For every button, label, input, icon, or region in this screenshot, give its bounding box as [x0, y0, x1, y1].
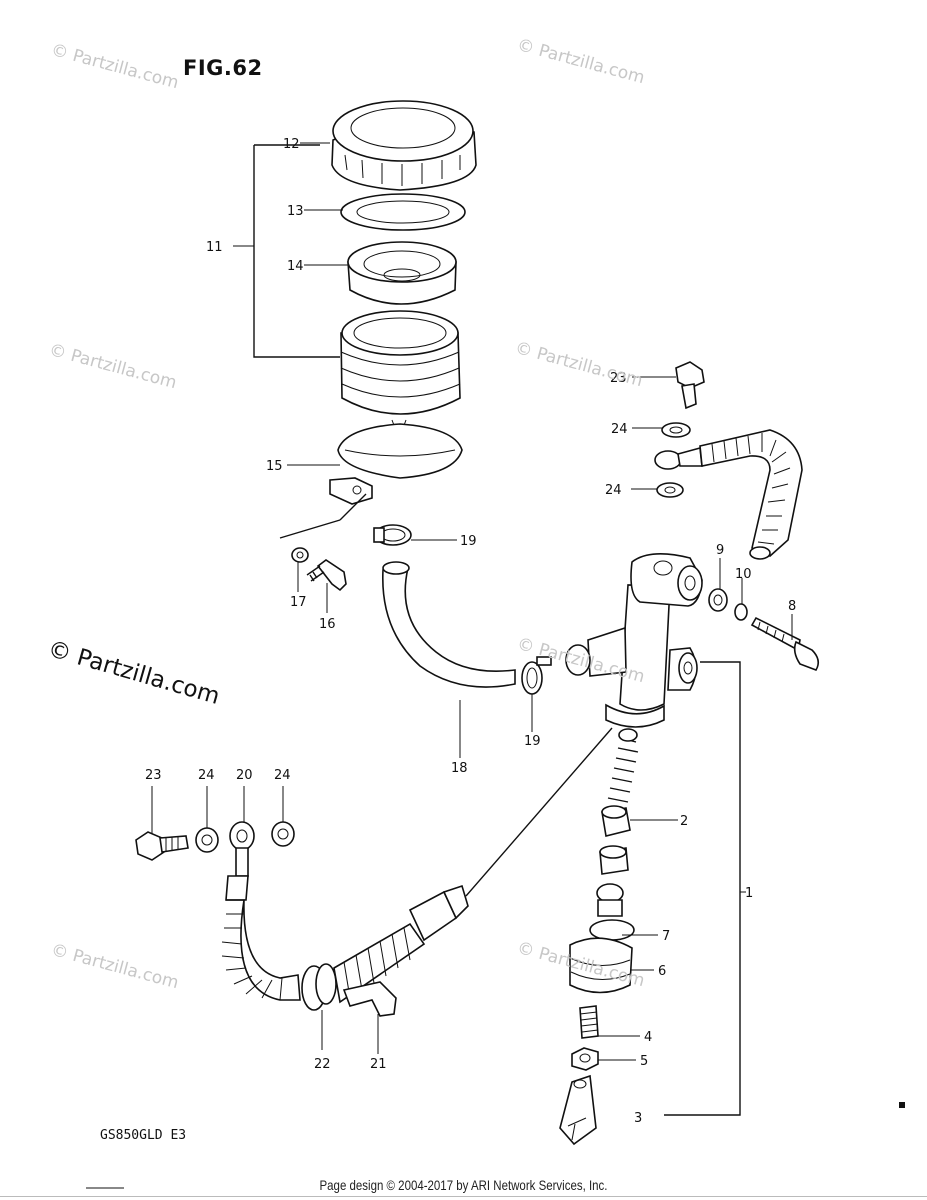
hose-18: [382, 561, 516, 688]
clamp-19-bottom: [521, 656, 552, 695]
washer-17: [291, 547, 309, 563]
callout-14: 14: [287, 259, 304, 274]
callout-23-lower: 23: [145, 768, 162, 783]
callout-20: 20: [236, 768, 253, 783]
callout-19-bottom: 19: [524, 734, 541, 749]
spring-piston-2: [599, 728, 639, 875]
diaphragm-plate: [340, 193, 466, 231]
washer-24-upper-b: [656, 482, 684, 498]
callout-8: 8: [788, 599, 796, 614]
callout-11: 11: [206, 240, 223, 255]
banjo-bolt-23-lower: [135, 831, 189, 861]
washer-24-lower-a: [195, 827, 219, 853]
callout-1: 1: [745, 886, 753, 901]
upper-brake-hose: [654, 429, 803, 560]
figure-title: FIG.62: [183, 56, 263, 80]
corner-mark: [899, 1102, 905, 1108]
callout-6: 6: [658, 964, 666, 979]
washer-24-upper-a: [661, 422, 691, 438]
callout-21: 21: [370, 1057, 387, 1072]
callout-24-upper-a: 24: [611, 422, 628, 437]
callout-7: 7: [662, 929, 670, 944]
callout-10: 10: [735, 567, 752, 582]
callout-24-lower-a: 24: [198, 768, 215, 783]
bolt-16: [306, 559, 347, 592]
bolt-8: [750, 616, 820, 671]
washer-9: [708, 588, 728, 612]
footer-divider: [0, 1196, 927, 1197]
master-cylinder-body: [565, 553, 703, 728]
pushrod-boot-6-7: [569, 883, 635, 994]
washer-24-lower-b: [271, 821, 295, 847]
clamp-19-top: [373, 524, 412, 546]
page-footer: Page design © 2004-2017 by ARI Network S…: [319, 1177, 608, 1193]
callout-24-lower-b: 24: [274, 768, 291, 783]
callout-4: 4: [644, 1030, 652, 1045]
callout-16: 16: [319, 617, 336, 632]
callout-17: 17: [290, 595, 307, 610]
reservoir-band: [329, 423, 463, 505]
callout-12: 12: [283, 137, 300, 152]
callout-15: 15: [266, 459, 283, 474]
callout-22: 22: [314, 1057, 331, 1072]
model-code: GS850GLD E3: [100, 1128, 187, 1143]
callout-3: 3: [634, 1111, 642, 1126]
locknut-5: [571, 1047, 599, 1071]
washer-10: [734, 603, 748, 621]
banjo-bolt-23-upper: [675, 361, 705, 410]
reservoir-body: [340, 310, 461, 429]
callout-9: 9: [716, 543, 724, 558]
callout-18: 18: [451, 761, 468, 776]
callout-leaders: [151, 142, 793, 1061]
callout-19-top: 19: [460, 534, 477, 549]
lower-brake-hose: [221, 821, 469, 1017]
callout-2: 2: [680, 814, 688, 829]
callout-5: 5: [640, 1054, 648, 1069]
reservoir-cap: [331, 100, 477, 191]
adjuster-bolt-4: [579, 1005, 599, 1039]
clevis-3: [559, 1074, 597, 1146]
callout-13: 13: [287, 204, 304, 219]
diaphragm: [347, 241, 457, 305]
callout-24-upper-b: 24: [605, 483, 622, 498]
callout-23-upper: 23: [610, 371, 627, 386]
